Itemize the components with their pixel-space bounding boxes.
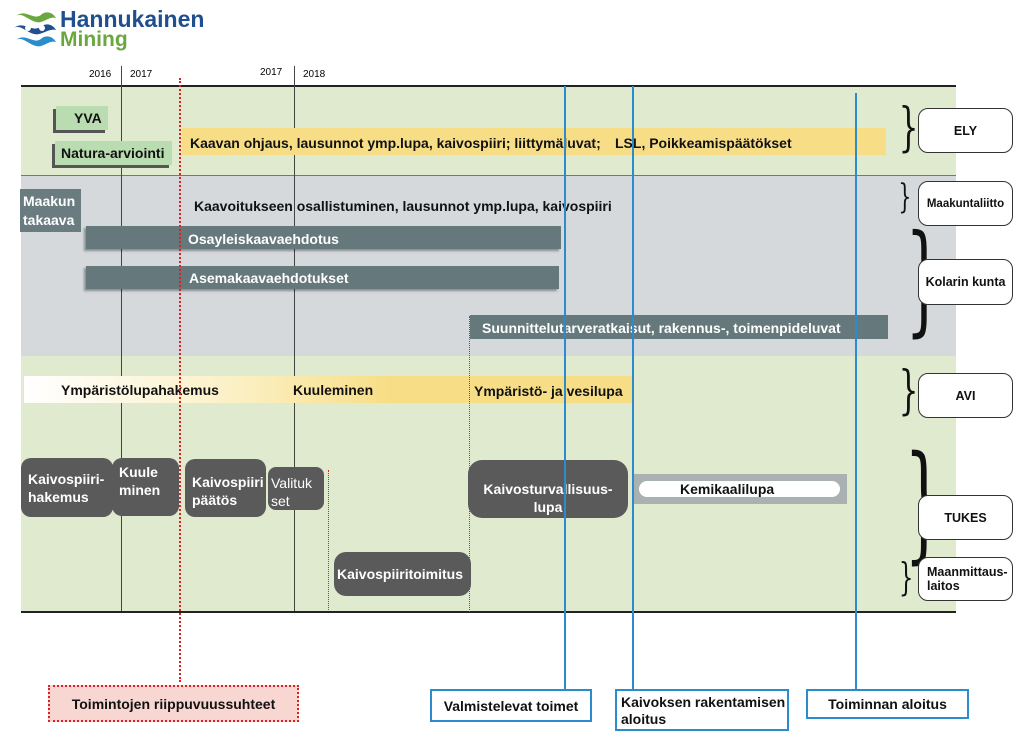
legend-toiminnan-aloitus-label: Toiminnan aloitus xyxy=(828,696,947,712)
company-logo: Hannukainen Mining xyxy=(12,6,204,51)
authority-tukes: TUKES xyxy=(918,495,1013,540)
kemikaalilupa-inner xyxy=(639,481,840,497)
legend-valmistelevat-label: Valmistelevat toimet xyxy=(443,697,579,714)
authority-mml: Maanmittaus- laitos xyxy=(918,557,1013,601)
osallistuminen-label: Kaavoitukseen osallistuminen, lausunnot … xyxy=(194,198,612,214)
yva-box xyxy=(56,106,108,130)
authority-kolari: Kolarin kunta xyxy=(918,259,1013,305)
authority-mml-line1: Maanmittaus- xyxy=(927,565,1008,579)
kaivospiiritoimitus-pill: Kaivospiiritoimitus xyxy=(334,552,471,596)
ely-yellow-bar xyxy=(182,128,886,155)
natura-box xyxy=(55,141,172,165)
brace-avi-icon: } xyxy=(898,361,919,421)
asemakaava-bar xyxy=(86,266,559,289)
asemakaava-label: Asemakaavaehdotukset xyxy=(189,270,349,286)
valitukset-line2: set xyxy=(271,493,290,509)
authority-ely: ELY xyxy=(918,108,1013,153)
kuuleminen-line2: minen xyxy=(119,482,161,498)
milestone-line-valmistelevat xyxy=(564,86,566,690)
ely-bar-text: Kaavan ohjaus, lausunnot ymp.lupa, kaivo… xyxy=(190,135,601,151)
ely-bar-text-2: LSL, Poikkeamispäätökset xyxy=(615,135,792,151)
dependency-line-toimitus xyxy=(328,470,329,610)
kaivosturvallisuuslupa-line1: Kaivosturvallisuus- xyxy=(483,481,613,497)
authority-maakuntaliitto: Maakuntaliitto xyxy=(918,181,1013,226)
kaivospiirihakemus-pill: Kaivospiiri- hakemus xyxy=(21,458,113,517)
milestone-line-toiminnan xyxy=(855,93,857,690)
valitukset-line1: Valituk xyxy=(271,475,312,491)
authority-avi: AVI xyxy=(918,373,1013,418)
year-divider-2017 xyxy=(121,66,122,611)
legend-riippuvuussuhteet: Toimintojen riippuvuussuhteet xyxy=(48,685,299,722)
avi-gradient-bar xyxy=(24,376,632,403)
legend-rakentaminen: Kaivoksen rakentamisen aloitus xyxy=(615,689,789,731)
kemikaalilupa-label: Kemikaalilupa xyxy=(680,481,775,497)
dependency-line-suunnittelu xyxy=(469,316,470,612)
kaivospiiripaatos-line2: päätös xyxy=(192,492,238,508)
brace-mml-icon: } xyxy=(898,555,914,599)
ymparistolupa-label: Ympäristö- ja vesilupa xyxy=(474,383,623,399)
year-label-2018: 2018 xyxy=(303,69,326,80)
kaivospiirihakemus-line1: Kaivospiiri- xyxy=(28,471,105,487)
osayleiskaava-bar xyxy=(86,226,561,249)
timeline-top-line xyxy=(21,85,956,87)
year-label-2016: 2016 xyxy=(89,69,112,80)
valitukset-pill: Valituk set xyxy=(268,467,324,510)
maakuntakaava-label-2: takaava xyxy=(23,212,75,228)
kaivosturvallisuuslupa-line2: lupa xyxy=(533,499,563,515)
authority-mml-line2: laitos xyxy=(927,579,960,593)
kaivospiiritoimitus-label: Kaivospiiritoimitus xyxy=(337,566,464,582)
year-label-2017a: 2017 xyxy=(130,69,153,80)
legend-rakentaminen-line1: Kaivoksen rakentamisen xyxy=(621,694,786,710)
logo-mark-icon xyxy=(14,12,56,47)
osayleiskaava-label: Osayleiskaavaehdotus xyxy=(188,231,339,247)
year-divider-2018 xyxy=(294,66,295,611)
kaivospiiripaatos-pill: Kaivospiiri päätös xyxy=(185,459,266,517)
ymparistolupahakemus-label: Ympäristölupahakemus xyxy=(61,382,219,398)
maakuntakaava-box xyxy=(20,189,81,232)
dependency-line-main xyxy=(179,78,181,682)
legend-rakentaminen-line2: aloitus xyxy=(621,711,667,727)
kaivospiirihakemus-line2: hakemus xyxy=(28,489,89,505)
maakuntakaava-label-1: Maakun xyxy=(23,193,76,209)
separator-line xyxy=(21,175,956,176)
brace-maakunta-icon: } xyxy=(898,177,912,217)
brace-ely-icon: } xyxy=(898,98,919,158)
legend-toiminnan-aloitus: Toiminnan aloitus xyxy=(806,689,969,719)
kaivosturvallisuuslupa-pill: Kaivosturvallisuus- lupa xyxy=(468,460,628,518)
year-label-2017b: 2017 xyxy=(260,67,283,78)
legend-valmistelevat: Valmistelevat toimet xyxy=(430,689,592,722)
kuuleminen-line1: Kuule xyxy=(119,464,158,480)
kuuleminen-avi-label: Kuuleminen xyxy=(293,382,374,398)
logo-brand-line2: Mining xyxy=(60,28,128,51)
timeline-bottom-line xyxy=(21,611,956,613)
yva-label: YVA xyxy=(74,110,102,126)
milestone-line-rakentaminen xyxy=(632,86,634,690)
kaivospiiripaatos-line1: Kaivospiiri xyxy=(192,474,264,490)
natura-label: Natura-arviointi xyxy=(61,145,165,161)
logo-brand-line1: Hannukainen xyxy=(60,6,205,32)
legend-riippuvuussuhteet-label: Toimintojen riippuvuussuhteet xyxy=(71,695,276,712)
suunnittelutarve-bar xyxy=(470,315,888,339)
suunnittelutarve-label: Suunnittelutarveratkaisut, rakennus-, to… xyxy=(482,320,841,336)
kuuleminen-pill: Kuule minen xyxy=(112,458,179,516)
